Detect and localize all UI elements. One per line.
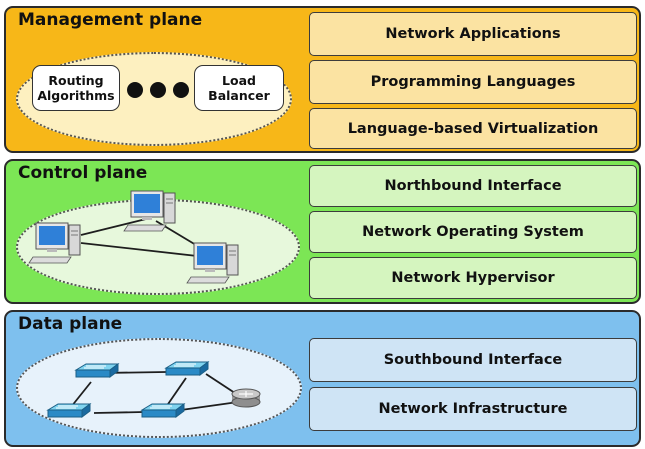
layer-southbound-interface: Southbound Interface	[309, 338, 637, 382]
desktop-computer-icon	[28, 222, 81, 264]
router-icon	[231, 388, 261, 408]
desktop-computer-icon	[123, 190, 176, 232]
control-plane-title: Control plane	[18, 163, 148, 183]
management-plane-title: Management plane	[18, 10, 203, 30]
layer-northbound-interface: Northbound Interface	[309, 165, 637, 207]
load-balancer-box: Load Balancer	[194, 65, 284, 111]
load-balancer-line2: Balancer	[208, 88, 270, 103]
management-plane: Management plane Routing Algorithms Load…	[4, 6, 641, 153]
load-balancer-line1: Load	[222, 73, 256, 88]
data-ellipse	[16, 338, 302, 438]
ellipsis-dot	[150, 82, 166, 98]
layer-network-hypervisor: Network Hypervisor	[309, 257, 637, 299]
layer-programming-languages: Programming Languages	[309, 60, 637, 104]
routing-algorithms-line2: Algorithms	[37, 88, 115, 103]
desktop-computer-icon	[186, 242, 239, 284]
control-plane: Control plane Northbound Inter	[4, 159, 641, 304]
network-switch-icon	[47, 403, 91, 418]
layer-network-operating-system: Network Operating System	[309, 211, 637, 253]
layer-network-infrastructure: Network Infrastructure	[309, 387, 637, 431]
routing-algorithms-box: Routing Algorithms	[32, 65, 120, 111]
network-switch-icon	[75, 363, 119, 378]
control-network-graphic	[28, 190, 239, 284]
routing-algorithms-line1: Routing	[48, 73, 104, 88]
data-plane-title: Data plane	[18, 314, 123, 334]
ellipsis-dot	[127, 82, 143, 98]
ellipsis-dot	[173, 82, 189, 98]
data-plane: Data plane	[4, 310, 641, 447]
network-switch-icon	[165, 361, 209, 376]
network-switch-icon	[141, 403, 185, 418]
data-network-graphic	[47, 361, 261, 418]
layer-language-based-virtualization: Language-based Virtualization	[309, 108, 637, 149]
layer-network-applications: Network Applications	[309, 12, 637, 56]
